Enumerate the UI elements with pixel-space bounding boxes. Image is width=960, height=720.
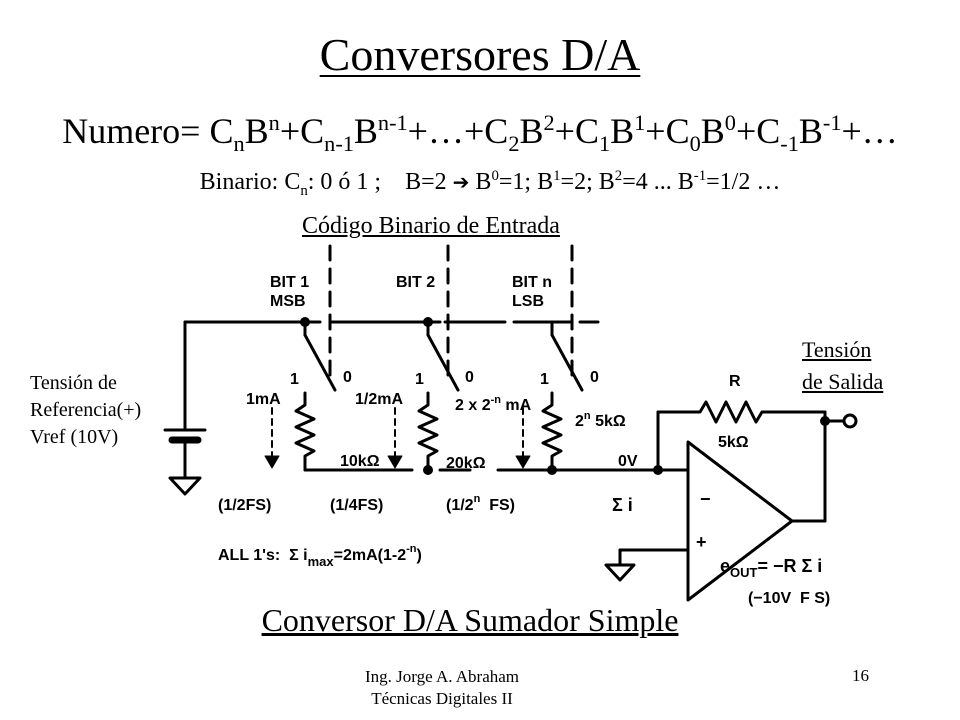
output-voltage-label: Tensión de Salida xyxy=(802,337,884,394)
resistor1-label: 10kΩ xyxy=(340,453,380,470)
reference-voltage-label: Tensión de Referencia(+) Vref (10V) xyxy=(30,372,142,448)
msb-label: MSB xyxy=(270,293,306,310)
all-ones-formula: ALL 1's: Σ imax=2mA(1-2-n) xyxy=(218,543,422,569)
switch2-off-label: 0 xyxy=(465,369,474,386)
input-code-caption: Código Binario de Entrada xyxy=(302,213,560,239)
lsb-label: LSB xyxy=(512,293,544,310)
sum-current-label: Σ i xyxy=(612,495,633,515)
output-terminal xyxy=(842,413,858,429)
switchn-off-label: 0 xyxy=(590,369,599,386)
resistor-n-label: 2n 5kΩ xyxy=(575,410,626,430)
reference-bus xyxy=(183,320,600,430)
circuit-caption: Conversor D/A Sumador Simple xyxy=(261,602,679,638)
binary-definition: Binario: Cn: 0 ó 1 ; B=2 ➔ B0=1; B1=2; B… xyxy=(199,168,781,199)
ground-icon xyxy=(604,563,636,582)
feedback-resistor-value: 5kΩ xyxy=(718,434,749,451)
footer-author: Ing. Jorge A. Abraham Técnicas Digitales… xyxy=(364,667,520,708)
current1-label: 1mA xyxy=(246,391,281,408)
ground-icon xyxy=(168,476,202,496)
bit-control-lines xyxy=(328,244,574,377)
switch1-off-label: 0 xyxy=(343,369,352,386)
op-amp-symbol xyxy=(686,440,794,602)
fraction1-label: (1/2FS) xyxy=(218,497,271,514)
switch2-on-label: 1 xyxy=(415,371,424,388)
node-voltage-label: 0V xyxy=(618,453,638,470)
arrow-icon: ➔ xyxy=(452,170,470,194)
current2-label: 1/2mA xyxy=(355,391,403,408)
switchn-on-label: 1 xyxy=(540,371,549,388)
bit-switches xyxy=(303,333,584,392)
opamp-minus-sign: − xyxy=(700,489,711,509)
fractionn-label: (1/2n FS) xyxy=(446,493,515,514)
fraction2-label: (1/4FS) xyxy=(330,497,383,514)
feedback-network xyxy=(618,400,845,567)
resistor2-label: 20kΩ xyxy=(446,455,486,472)
bit2-label: BIT 2 xyxy=(396,274,435,291)
currentn-label: 2 x 2-n mA xyxy=(455,394,532,414)
bitn-label: BIT n xyxy=(512,274,552,291)
number-formula: Numero= CnBn+Cn-1Bn-1+…+C2B2+C1B1+C0B0+C… xyxy=(62,110,898,157)
junction-dots xyxy=(300,317,830,475)
slide-title: Conversores D/A xyxy=(319,29,641,80)
full-scale-label: (−10V F S) xyxy=(748,590,830,607)
ladder-resistors xyxy=(294,391,563,472)
current-arrows xyxy=(271,407,524,459)
opamp-plus-sign: + xyxy=(696,532,707,552)
output-equation: eOUT= −R Σ i xyxy=(720,556,822,580)
switch1-on-label: 1 xyxy=(290,371,299,388)
bit1-label: BIT 1 xyxy=(270,274,309,291)
reference-battery xyxy=(163,428,207,480)
page-number: 16 xyxy=(852,666,869,685)
feedback-resistor-label: R xyxy=(729,373,741,390)
